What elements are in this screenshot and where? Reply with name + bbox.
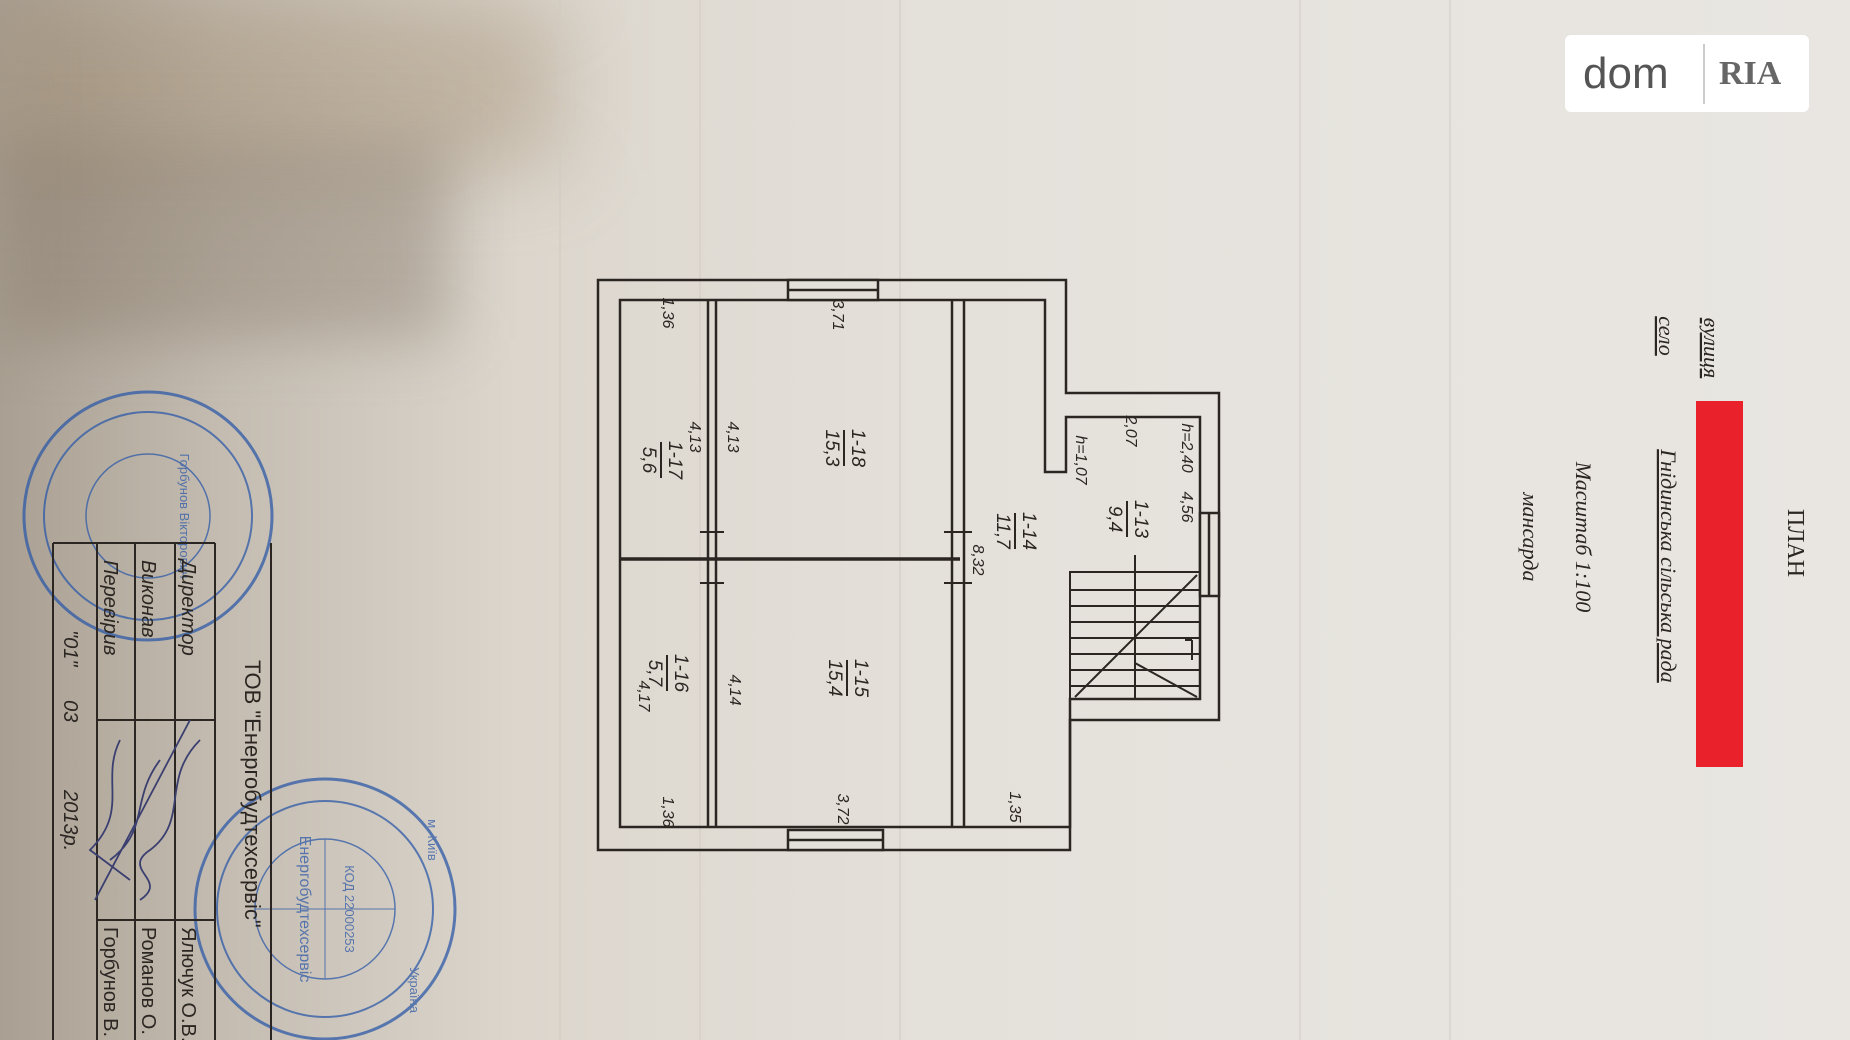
dimension: 4,13 [724, 421, 741, 452]
village-value: Гнідинська сільська рада [1656, 448, 1681, 683]
title-block [52, 542, 272, 1040]
logo-text: dom [1583, 48, 1669, 98]
svg-text:5,7: 5,7 [644, 660, 665, 688]
dimension: 4,56 [1178, 491, 1195, 522]
dimension: 2,07 [1122, 414, 1139, 447]
floor-plan [596, 278, 1221, 852]
dimension: 3,72 [834, 793, 851, 824]
signature [88, 719, 201, 901]
svg-text:1-16: 1-16 [670, 654, 691, 692]
redacted-street [1696, 401, 1743, 767]
stairs-icon [1069, 555, 1201, 700]
svg-text:КОД 22000253: КОД 22000253 [342, 865, 357, 953]
dimension: h=2,40 [1178, 423, 1195, 472]
floor-label: мансарда [1518, 492, 1543, 582]
dimension: 4,13 [686, 421, 703, 452]
svg-text:15,3: 15,3 [821, 430, 842, 467]
dimension: h=1,07 [1072, 435, 1089, 485]
dimension: 4,17 [635, 680, 652, 712]
svg-text:1-18: 1-18 [847, 429, 868, 467]
paper-grid [559, 0, 1451, 1040]
role-label: Директор [177, 558, 199, 656]
date-month: 03 [59, 700, 81, 722]
svg-text:15,4: 15,4 [824, 660, 845, 697]
village-label: село [1654, 316, 1679, 356]
inner-wall [618, 298, 1202, 829]
photo-shadow [0, 140, 450, 340]
street-label: вулиця [1699, 318, 1724, 379]
room-1-13: 1-139,4 [1104, 500, 1151, 538]
svg-text:1-14: 1-14 [1018, 512, 1039, 550]
svg-text:1-13: 1-13 [1130, 500, 1151, 538]
svg-text:Україна: Україна [407, 967, 422, 1014]
person-name: Романов О. [137, 927, 159, 1035]
logo-divider [1703, 43, 1705, 104]
dimension: 1,35 [1006, 791, 1023, 822]
dimension: 1,36 [659, 796, 676, 827]
role-label: Перевірив [99, 560, 121, 655]
svg-text:11,7: 11,7 [992, 513, 1013, 550]
dimension: 8,32 [969, 544, 986, 575]
person-name: Горбунов В. [99, 927, 121, 1037]
dimensions: 1,36 3,71 1,36 3,72 1,35 4,13 4,13 4,17 … [635, 297, 1195, 827]
round-stamp: Горбунов Вікторович [22, 390, 274, 642]
scale-label: Масштаб 1:100 [1571, 461, 1596, 612]
svg-text:Енергобудтехсервіс: Енергобудтехсервіс [296, 836, 313, 983]
date-day: "01" [59, 630, 81, 667]
svg-text:9,4: 9,4 [1104, 506, 1125, 532]
company-name: ТОВ "Енергобудтехсервіс" [240, 660, 265, 928]
dimension: 1,36 [659, 297, 676, 328]
date-year: 2013р. [59, 789, 81, 851]
round-stamp: Енергобудтехсервіс КОД 22000253 м. Київ … [193, 777, 457, 1040]
photo-shadow [0, 0, 560, 170]
svg-text:1-17: 1-17 [664, 441, 685, 480]
domria-logo[interactable]: dom RIA [1565, 35, 1809, 112]
svg-text:м. Київ: м. Київ [425, 819, 440, 861]
role-label: Виконав [137, 560, 159, 638]
plan-title: ПЛАН [1782, 509, 1808, 577]
room-1-16: 1-165,7 [644, 654, 691, 692]
outer-wall [596, 278, 1221, 852]
dimension: 4,14 [726, 674, 743, 705]
svg-text:5,6: 5,6 [638, 447, 659, 474]
svg-text:1-15: 1-15 [850, 659, 871, 697]
dimension: 3,71 [829, 299, 846, 330]
logo-brand: RIA [1719, 54, 1782, 92]
svg-text:Горбунов Вікторович: Горбунов Вікторович [177, 453, 192, 578]
person-name: Ялючук О.В. [177, 927, 199, 1040]
room-1-17: 1-175,6 [638, 441, 685, 480]
